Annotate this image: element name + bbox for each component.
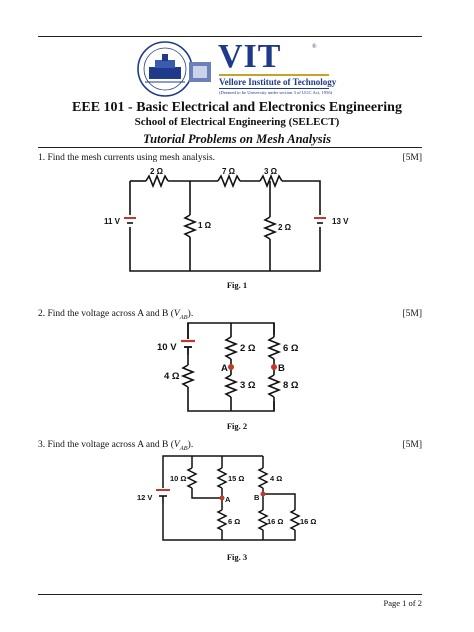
label-v2: 13 V (332, 217, 349, 226)
label-node-b: B (278, 363, 285, 374)
figure-2-caption: Fig. 2 (226, 421, 248, 431)
resistor-2ohm (145, 173, 169, 189)
circuit-figure-1: 2 Ω 7 Ω 3 Ω 1 Ω 2 Ω 11 V 13 V (104, 167, 349, 272)
question-2-var: V (173, 309, 180, 319)
resistor-6ohm (266, 336, 282, 360)
resistor-4ohm (257, 467, 269, 489)
label-r3: 4 Ω (270, 474, 282, 483)
node-b-dot (271, 364, 277, 370)
question-3: 3. Find the voltage across A and B (VAB)… (38, 440, 193, 452)
label-v1: 11 V (104, 217, 121, 226)
label-r-mid-bot: 3 Ω (240, 380, 256, 391)
question-3-marks: [5M] (402, 440, 422, 450)
figure-3-caption: Fig. 3 (226, 552, 248, 562)
tutorial-topic: Tutorial Problems on Mesh Analysis (143, 132, 331, 146)
resistor-2ohm (223, 336, 239, 360)
resistor-2ohm-b (262, 216, 278, 240)
registered-mark: ® (312, 44, 317, 50)
resistor-10ohm (186, 467, 198, 489)
page-number: Page 1 of 2 (383, 598, 422, 608)
question-2-suffix: ). (187, 309, 194, 319)
node-b-dot (260, 491, 266, 497)
resistor-4ohm (180, 364, 196, 388)
resistor-7ohm (217, 173, 241, 189)
label-r2: 15 Ω (228, 474, 244, 483)
question-2-text: 2. Find the voltage across A and B ( (38, 309, 174, 319)
label-node-a: A (225, 495, 231, 504)
question-1-marks: [5M] (402, 153, 422, 163)
resistor-8ohm (266, 374, 282, 398)
header-rule (38, 147, 422, 148)
university-seal-icon (137, 41, 211, 97)
label-r5: 2 Ω (278, 223, 292, 232)
voltage-source-11v (124, 215, 136, 227)
label-node-b: B (254, 493, 260, 502)
circuit-figure-2: 10 V 4 Ω 2 Ω 3 Ω 6 Ω 8 Ω A B (157, 322, 299, 412)
circuit-figure-3: 12 V 10 Ω 15 Ω 4 Ω 6 Ω 16 Ω 16 Ω A B (137, 455, 316, 541)
resistor-1ohm (182, 214, 198, 238)
resistor-6ohm (216, 509, 228, 531)
question-3-text: 3. Find the voltage across A and B ( (38, 440, 174, 450)
node-a-dot (228, 364, 234, 370)
resistor-16ohm-b (289, 509, 301, 531)
question-3-var-sub: AB (179, 444, 188, 452)
question-3-suffix: ). (187, 440, 194, 450)
resistor-15ohm (216, 467, 228, 489)
logo-acronym: VIT (218, 38, 282, 75)
footer-rule (38, 594, 422, 595)
question-3-var: V (173, 440, 180, 450)
question-2-var-sub: AB (179, 313, 188, 321)
label-v1: 12 V (137, 493, 152, 502)
question-2: 2. Find the voltage across A and B (VAB)… (38, 309, 193, 321)
label-r-right-top: 6 Ω (283, 343, 299, 354)
voltage-source-12v (156, 489, 170, 504)
question-2-marks: [5M] (402, 309, 422, 319)
label-r-mid-top: 2 Ω (240, 343, 256, 354)
label-r-right-bot: 8 Ω (283, 380, 299, 391)
logo-name: Vellore Institute of Technology (219, 74, 336, 89)
label-r3: 3 Ω (264, 167, 278, 176)
top-rule (38, 36, 422, 37)
label-r1: 2 Ω (150, 167, 164, 176)
resistor-3ohm (223, 374, 239, 398)
figure-1-caption: Fig. 1 (226, 280, 248, 290)
logo-subtitle: (Deemed to be University under section 3… (219, 90, 333, 95)
label-r5: 16 Ω (267, 517, 283, 526)
resistor-16ohm-a (257, 509, 269, 531)
course-title: EEE 101 - Basic Electrical and Electroni… (72, 100, 402, 115)
voltage-source-10v (181, 339, 195, 355)
question-1: 1. Find the mesh currents using mesh ana… (38, 153, 216, 163)
label-r-left: 4 Ω (164, 371, 180, 382)
vit-logo: VIT ® Vellore Institute of Technology (D… (135, 38, 336, 98)
label-r2: 7 Ω (222, 167, 236, 176)
voltage-source-13v (314, 215, 326, 227)
node-a-dot (219, 495, 225, 501)
label-node-a: A (221, 363, 228, 374)
label-r4: 6 Ω (228, 517, 240, 526)
label-r4: 1 Ω (198, 221, 212, 230)
label-v1: 10 V (157, 342, 177, 353)
label-r1: 10 Ω (170, 474, 186, 483)
school-name: School of Electrical Engineering (SELECT… (134, 116, 340, 128)
resistor-3ohm (259, 173, 283, 189)
label-r6: 16 Ω (300, 517, 316, 526)
